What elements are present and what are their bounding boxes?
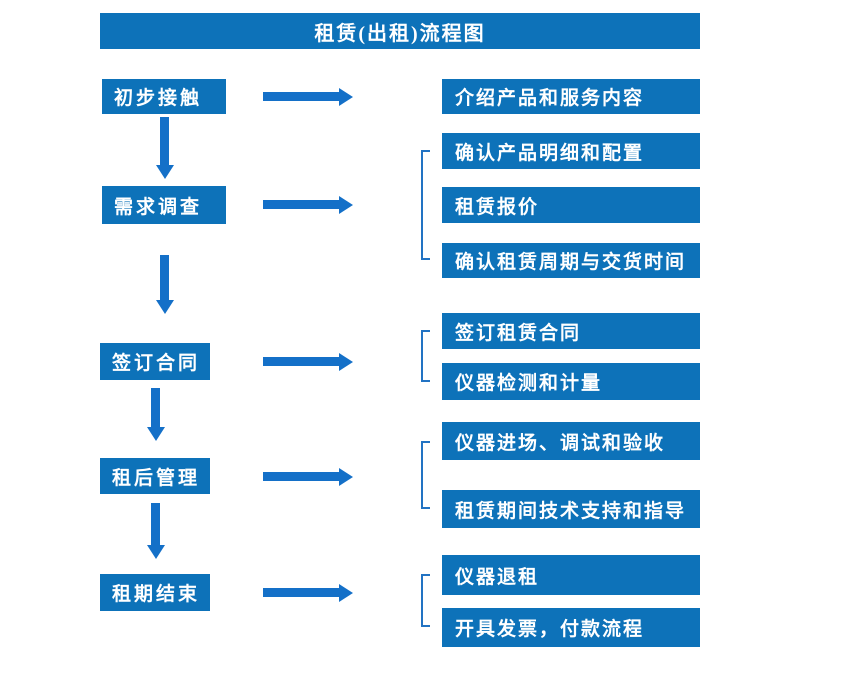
right-arrow-icon-4 [263,472,339,481]
down-arrow-icon-1 [160,117,169,165]
right-arrow-icon-3 [263,357,339,366]
chart-title-bar: 租赁(出租)流程图 [100,13,700,49]
group-bracket-sign-contract [421,330,430,382]
detail-box-introduce-products: 介绍产品和服务内容 [442,79,700,114]
right-arrow-icon-1 [263,92,339,101]
detail-box-confirm-rental-period: 确认租赁周期与交货时间 [442,243,700,278]
step-box-post-rental-management: 租后管理 [100,458,210,494]
down-arrow-icon-3 [151,388,160,427]
detail-box-instrument-return: 仪器退租 [442,555,700,595]
group-bracket-demand-survey [421,150,430,260]
detail-box-confirm-product-details: 确认产品明细和配置 [442,133,700,169]
step-box-demand-survey: 需求调查 [102,186,226,224]
step-box-lease-end: 租期结束 [100,574,210,611]
detail-box-sign-rental-contract: 签订租赁合同 [442,313,700,349]
detail-box-rental-quote: 租赁报价 [442,187,700,223]
down-arrow-icon-2 [160,255,169,300]
chart-title: 租赁(出租)流程图 [314,22,486,45]
detail-box-tech-support: 租赁期间技术支持和指导 [442,490,700,528]
detail-box-instrument-testing: 仪器检测和计量 [442,363,700,400]
group-bracket-lease-end [421,574,430,627]
detail-box-instrument-setup-acceptance: 仪器进场、调试和验收 [442,422,700,460]
right-arrow-icon-2 [263,200,339,209]
detail-box-invoice-payment: 开具发票，付款流程 [442,608,700,647]
right-arrow-icon-5 [263,588,339,597]
down-arrow-icon-4 [151,503,160,545]
step-box-initial-contact: 初步接触 [102,79,226,114]
step-box-sign-contract: 签订合同 [100,343,210,380]
group-bracket-post-rental [421,441,430,509]
